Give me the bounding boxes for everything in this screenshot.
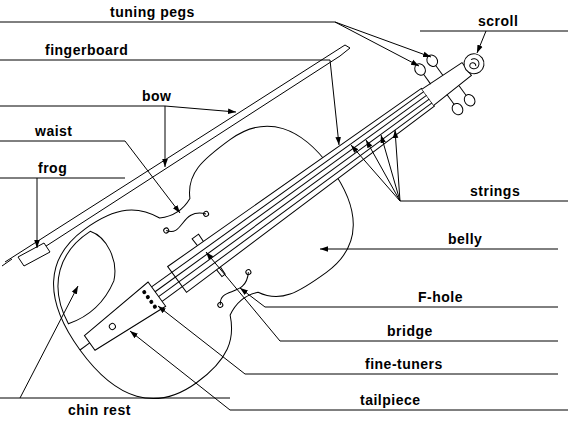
f-hole-end: [217, 301, 224, 308]
bow-button: [2, 259, 12, 266]
part-label: F-hole: [418, 289, 463, 305]
tailpiece-shape: [81, 282, 166, 355]
leader-arrow: [381, 135, 400, 201]
f-hole-upper: [166, 206, 206, 239]
part-label: waist: [35, 123, 73, 139]
leader-arrow: [240, 288, 558, 307]
leader-arrow: [0, 141, 180, 213]
f-hole-end: [203, 210, 210, 217]
leader-arrow: [335, 22, 431, 57]
f-hole-end: [245, 269, 252, 276]
tail-gut: [80, 343, 90, 350]
part-label: fingerboard: [45, 42, 128, 58]
label-underline: [400, 201, 568, 202]
leader-arrow: [20, 286, 78, 398]
leader-arrow: [366, 140, 400, 201]
bow-frog: [18, 243, 50, 266]
tailpiece-eye: [108, 322, 116, 330]
bow-tip: [340, 45, 350, 56]
part-label: belly: [448, 231, 482, 247]
leader-arrow: [477, 31, 486, 53]
label-underline: [0, 106, 165, 107]
leader-arrow: [158, 306, 558, 374]
part-label: chin rest: [68, 402, 131, 418]
violin-drawing: [24, 0, 538, 427]
part-label: tuning pegs: [110, 4, 195, 20]
leader-arrow: [395, 130, 400, 201]
part-label: frog: [38, 160, 67, 176]
part-label: bridge: [387, 323, 433, 339]
label-underline: [0, 22, 335, 23]
part-label: fine-tuners: [365, 356, 443, 372]
scroll-shape: [460, 50, 488, 78]
leader-arrow: [0, 60, 339, 145]
leader-arrow: [37, 178, 38, 248]
label-underline: [0, 398, 230, 399]
leader-arrow: [320, 249, 558, 250]
fingerboard-shape: [168, 84, 438, 292]
part-label: strings: [470, 183, 520, 199]
leader-arrow: [335, 22, 419, 66]
part-label: bow: [142, 88, 172, 104]
f-hole-end: [163, 227, 170, 234]
label-underline: [420, 31, 568, 32]
part-label: tailpiece: [360, 392, 421, 408]
f-hole-lower: [214, 272, 254, 305]
scroll-spiral: [467, 57, 481, 71]
leader-arrow: [206, 252, 558, 341]
fine-tuner-dots: [142, 290, 157, 309]
part-label: scroll: [478, 13, 518, 29]
label-underline: [0, 178, 125, 179]
leader-arrow: [351, 145, 400, 201]
leader-lines: [0, 22, 568, 410]
leader-arrow: [165, 106, 236, 112]
string-lines: [152, 90, 434, 301]
leader-arrow: [165, 106, 166, 167]
